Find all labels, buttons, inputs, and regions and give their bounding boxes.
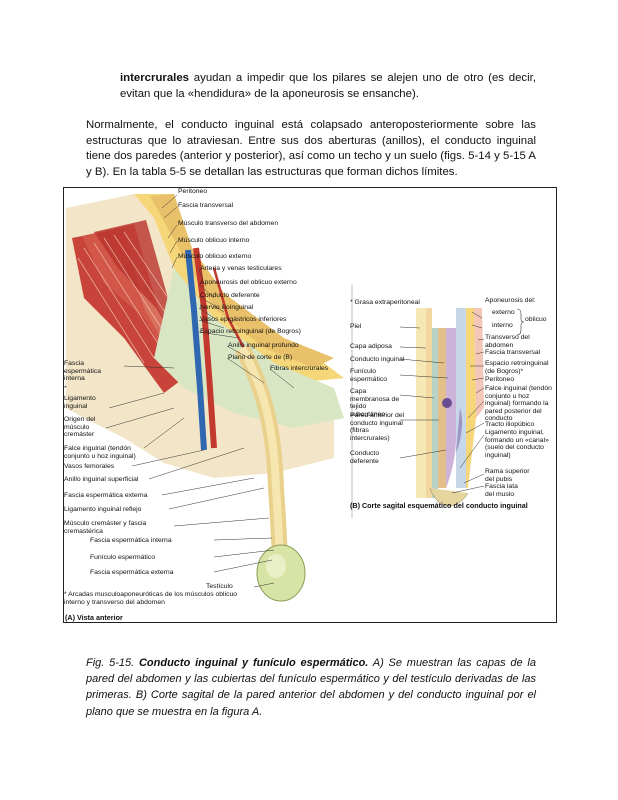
spermatic-cord-section xyxy=(446,328,456,488)
panel-a-caption: (A) Vista anterior xyxy=(65,613,123,622)
label-rama-superior-pubis: Rama superior del pubis xyxy=(485,468,530,483)
figure-number: Fig. 5-15. xyxy=(86,657,139,669)
label-aponeurosis-oblicuo-externo: Aponeurosis del oblicuo externo xyxy=(200,279,297,286)
label-espacio-retroinguinal-b: Espacio retroinguinal (de Bogros)* xyxy=(485,360,549,375)
figure-caption-body: A) Se muestran las capas de la pared del… xyxy=(86,657,536,718)
label-vasos-epigastricos: Vasos epigástricos inferiores xyxy=(200,316,287,323)
label-conducto-deferente: Conducto deferente xyxy=(200,292,260,299)
label-funiculo-espermatico-b: Funículo espermático xyxy=(350,368,388,383)
paragraph-intercrurales: intercrurales ayudan a impedir que los p… xyxy=(120,71,536,102)
label-aponeurosis-del: Aponeurosis del: xyxy=(485,297,536,304)
leader-lines-a xyxy=(105,194,295,588)
label-funiculo-espermatico: Funículo espermático xyxy=(90,554,155,561)
label-nervio-ilioinguinal: Nervio ilioinguinal xyxy=(200,304,254,311)
label-oblicuo-group: oblicuo xyxy=(525,316,547,323)
label-oblicuo-externo: Músculo oblicuo externo xyxy=(178,253,252,260)
label-peritoneo-b: Peritoneo xyxy=(485,376,515,383)
label-falce-inguinal: Falce inguinal (tendón conjunto u hoz in… xyxy=(64,445,136,460)
label-tracto-iliopubico: Tracto iliopúbico xyxy=(485,421,535,428)
label-aponeurosis-interno: interno xyxy=(492,322,513,329)
label-origen-cremaster: Origen del músculo cremáster xyxy=(64,416,96,439)
label-testiculo: Testículo xyxy=(206,583,233,590)
label-aponeurosis-externo: externo xyxy=(492,309,515,316)
label-fascia-espermatica-externa-1: Fascia espermática externa xyxy=(64,492,148,499)
label-espacio-retroinguinal: Espacio retroinguinal (de Bogros) xyxy=(200,328,301,335)
label-fascia-transversal-b: Fascia transversal xyxy=(485,349,541,356)
label-conducto-deferente-b: Conducto deferente xyxy=(350,450,380,465)
label-musculo-transverso: Músculo transverso del abdomen xyxy=(178,220,279,227)
paragraph-intercrurales-rest: ayudan a impedir que los pilares se alej… xyxy=(120,72,536,100)
label-asterisk: * xyxy=(64,385,67,392)
label-plano-de-corte: Plano de corte de (B) xyxy=(228,354,293,361)
term-intercrurales: intercrurales xyxy=(120,72,190,84)
label-transverso-abdomen-b: Transverso del abdomen xyxy=(485,334,530,349)
figure-caption: Fig. 5-15. Conducto inguinal y funículo … xyxy=(86,655,536,720)
label-piel: Piel xyxy=(350,323,362,330)
anatomical-illustration xyxy=(66,194,525,602)
figure-title: Conducto inguinal y funículo espermático… xyxy=(138,657,369,669)
label-capa-adiposa: Capa adiposa xyxy=(350,343,392,350)
vas-deferens-section xyxy=(442,398,452,408)
label-fascia-lata: Fascia lata del muslo xyxy=(485,483,518,498)
label-conducto-inguinal: Conducto inguinal xyxy=(350,356,405,363)
panel-b-caption: (B) Corte sagital esquemático del conduc… xyxy=(350,501,528,510)
label-oblicuo-interno: Músculo oblicuo interno xyxy=(178,237,250,244)
label-fibras-intercrurales: Fibras intercrurales xyxy=(270,365,329,372)
femoral-artery xyxy=(193,247,217,449)
label-arteria-venas-testiculares: Arteria y venas testiculares xyxy=(200,265,282,272)
transversalis-fascia-layer xyxy=(150,194,334,368)
label-pared-anterior: Pared anterior del conducto inguinal (fi… xyxy=(350,412,405,442)
femoral-vein xyxy=(185,249,207,451)
label-fascia-espermatica-interna-1: Fascia espermática interna xyxy=(64,360,102,383)
label-anillo-inguinal-profundo: Anillo inguinal profundo xyxy=(228,342,299,349)
label-peritoneo: Peritoneo xyxy=(178,188,208,195)
label-vasos-femorales: Vasos femorales xyxy=(64,463,115,470)
label-ligamento-inguinal: Ligamento inguinal xyxy=(64,395,96,410)
label-anillo-inguinal-superficial: Anillo inguinal superficial xyxy=(64,476,139,483)
label-ligamento-inguinal-b: Ligamento inguinal, formando un «canal» … xyxy=(485,429,549,459)
paragraph-inguinal-canal: Normalmente, el conducto inguinal está c… xyxy=(86,119,536,178)
figure-inguinal-canal: Peritoneo Fascia transversal Músculo tra… xyxy=(63,187,557,623)
label-fascia-espermatica-interna-2: Fascia espermática interna xyxy=(90,537,172,544)
label-fascia-espermatica-externa-2: Fascia espermática externa xyxy=(90,569,174,576)
sagittal-section-diagram xyxy=(399,308,525,506)
label-ligamento-inguinal-reflejo: Ligamento inguinal reflejo xyxy=(64,506,142,513)
label-fascia-transversal: Fascia transversal xyxy=(178,202,234,209)
label-cremaster-fascia: Músculo cremáster y fascia cremastérica xyxy=(64,520,147,535)
label-grasa-extraperitoneal: * Grasa extraperitoneal xyxy=(350,299,420,306)
label-falce-inguinal-b: Falce inguinal (tendón conjunto u hoz in… xyxy=(485,385,552,423)
label-capa-membranosa: Capa membranosa de tejido subcutáneo xyxy=(350,388,400,418)
footnote-arcadas: * Arcadas musculoaponeuróticas de los mú… xyxy=(64,591,238,606)
